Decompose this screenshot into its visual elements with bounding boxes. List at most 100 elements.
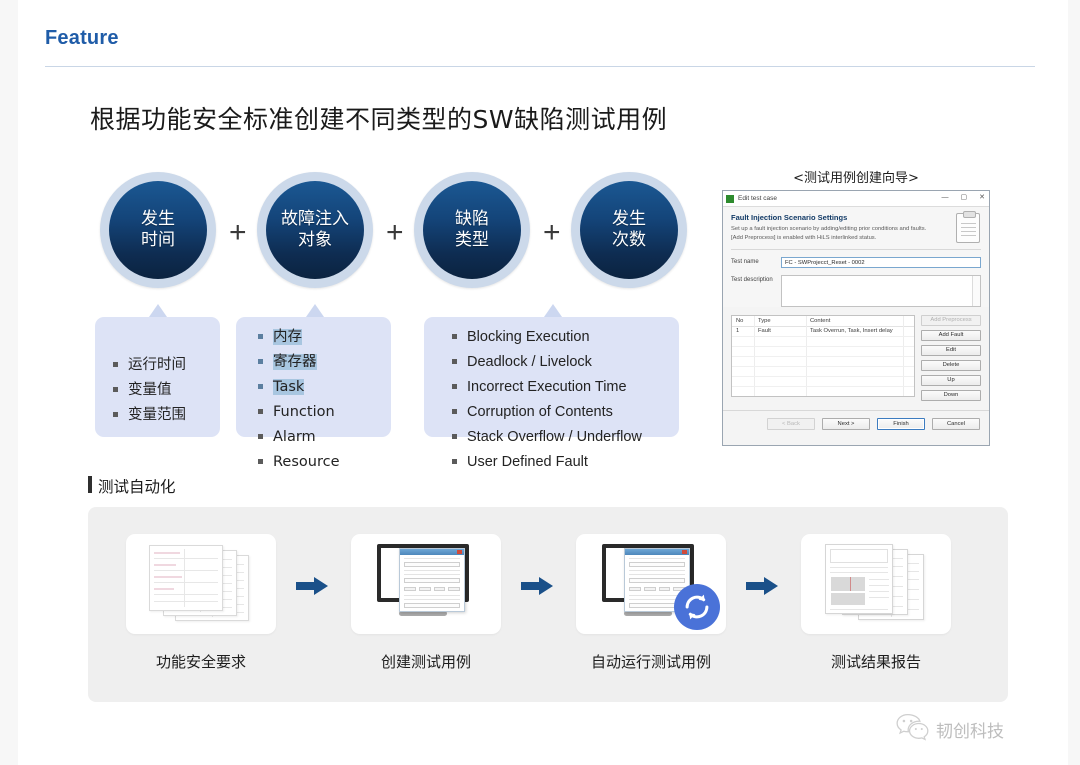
circle-label-1: 发生 时间 [141, 208, 175, 250]
fault-action-buttons: Add Preprocess Add Fault Edit Delete Up … [921, 314, 981, 401]
list-item[interactable]: Deadlock / Livelock [452, 352, 679, 373]
formula-row: 发生 时间 + 故障注入 对象 + 缺陷 类型 + 发生 [100, 172, 700, 292]
circle-ring-2: 故障注入 对象 [257, 172, 373, 288]
column-header-no: No [736, 317, 744, 324]
table-row[interactable]: 1 Fault Task Overrun, Task, Insert delay [732, 327, 914, 335]
test-name-input[interactable]: FC - SWProjecct_Reset - 0002 [781, 256, 981, 268]
formula-circle-2: 故障注入 对象 [257, 172, 373, 288]
option-list-3: Blocking Execution Deadlock / Livelock I… [452, 327, 679, 473]
next-button[interactable]: Next > [822, 417, 870, 430]
wizard-description-2: [Add Preprocess] is enabled with HiLS in… [731, 234, 877, 241]
list-item[interactable]: 寄存器 [258, 352, 391, 373]
flow-card-3 [576, 534, 726, 634]
detail-box-occurrence-time: 运行时间 变量值 变量范围 [95, 317, 220, 437]
clipboard-icon [956, 211, 980, 243]
circle-fill-3: 缺陷 类型 [423, 181, 521, 279]
list-item[interactable]: Resource [258, 452, 391, 473]
circle-fill-2: 故障注入 对象 [266, 181, 364, 279]
flow-arrow-3 [745, 575, 779, 597]
wizard-titlebar: Edit test case — ▢ ✕ [723, 191, 989, 207]
wizard-fault-list-area: No Type Content 1 Fault Task Overrun, Ta… [723, 314, 989, 401]
circle-ring-1: 发生 时间 [100, 172, 216, 288]
report-stack-icon [822, 544, 930, 624]
wizard-window-title: Edit test case [738, 195, 778, 202]
list-item[interactable]: Stack Overflow / Underflow [452, 427, 679, 448]
section-header-label: Feature [45, 27, 119, 49]
flow-card-4 [801, 534, 951, 634]
wizard-footer: < Back Next > Finish Cancel [723, 411, 989, 430]
flow-label-3: 自动运行测试用例 [590, 653, 711, 671]
list-item[interactable]: User Defined Fault [452, 452, 679, 473]
minimize-icon[interactable]: — [941, 194, 949, 201]
option-list-1: 运行时间 变量值 变量范围 [113, 355, 220, 426]
cancel-button[interactable]: Cancel [932, 417, 980, 430]
flow-step-4[interactable]: 测试结果报告 [801, 534, 951, 672]
test-description-field-row: Test description [731, 274, 981, 307]
connector-triangle-2 [306, 304, 324, 317]
move-up-button[interactable]: Up [921, 374, 981, 386]
list-item[interactable]: 运行时间 [113, 355, 220, 376]
test-name-label: Test name [731, 258, 759, 265]
list-item[interactable]: 内存 [258, 327, 391, 348]
flow-step-1[interactable]: 功能安全要求 [126, 534, 276, 672]
wizard-heading: Fault Injection Scenario Settings [731, 213, 848, 222]
flow-label-4: 测试结果报告 [830, 653, 921, 671]
cell-content: Task Overrun, Task, Insert delay [810, 327, 893, 334]
monitor-dialog-icon [373, 544, 479, 624]
list-item[interactable]: 变量范围 [113, 405, 220, 426]
plus-operator-1: + [229, 216, 247, 249]
formula-circle-1: 发生 时间 [100, 172, 216, 288]
list-item[interactable]: Blocking Execution [452, 327, 679, 348]
column-header-type: Type [758, 317, 771, 324]
document-stack-icon [145, 545, 257, 623]
list-item[interactable]: Corruption of Contents [452, 402, 679, 423]
left-edge-band [0, 0, 18, 765]
list-item[interactable]: 变量值 [113, 380, 220, 401]
delete-button[interactable]: Delete [921, 359, 981, 371]
detail-box-injection-target: 内存 寄存器 Task Function Alarm Resource [236, 317, 391, 470]
flow-step-2[interactable]: 创建测试用例 [351, 534, 501, 672]
add-preprocess-button: Add Preprocess [921, 314, 981, 326]
flow-label-1: 功能安全要求 [155, 653, 246, 671]
page-title: 根据功能安全标准创建不同类型的SW缺陷测试用例 [90, 105, 668, 134]
list-item[interactable]: Incorrect Execution Time [452, 377, 679, 398]
maximize-icon[interactable]: ▢ [960, 194, 968, 201]
finish-button[interactable]: Finish [877, 417, 925, 430]
table-header-row: No Type Content [732, 316, 914, 327]
sync-icon [674, 584, 720, 630]
flow-step-3[interactable]: 自动运行测试用例 [576, 534, 726, 672]
edit-button[interactable]: Edit [921, 344, 981, 356]
test-name-field-row: Test name FC - SWProjecct_Reset - 0002 [731, 256, 981, 268]
circle-fill-4: 发生 次数 [580, 181, 678, 279]
automation-section-title: 测试自动化 [88, 475, 176, 497]
list-item[interactable]: Task [258, 377, 391, 398]
formula-circle-3: 缺陷 类型 [414, 172, 530, 288]
automation-flow: 功能安全要求 [88, 507, 1008, 702]
cell-no: 1 [736, 327, 740, 334]
wizard-divider-top [731, 248, 981, 250]
plus-operator-2: + [386, 216, 404, 249]
flow-card-1 [126, 534, 276, 634]
list-item[interactable]: Alarm [258, 427, 391, 448]
add-fault-button[interactable]: Add Fault [921, 329, 981, 341]
wizard-window: Edit test case — ▢ ✕ Fault Injection Sce… [722, 190, 990, 446]
move-down-button[interactable]: Down [921, 389, 981, 401]
circle-ring-4: 发生 次数 [571, 172, 687, 288]
list-item[interactable]: Function [258, 402, 391, 423]
circle-label-4: 发生 次数 [612, 208, 646, 250]
automation-panel: 功能安全要求 [88, 507, 1008, 702]
circle-fill-1: 发生 时间 [109, 181, 207, 279]
back-button: < Back [767, 417, 815, 430]
test-description-input[interactable] [781, 274, 981, 307]
formula-circle-4: 发生 次数 [571, 172, 687, 288]
wizard-divider-bottom [723, 409, 989, 411]
connector-triangle-3 [544, 304, 562, 317]
flow-arrow-2 [520, 575, 554, 597]
close-icon[interactable]: ✕ [979, 194, 985, 201]
fault-table[interactable]: No Type Content 1 Fault Task Overrun, Ta… [731, 314, 915, 397]
flow-card-2 [351, 534, 501, 634]
watermark-label: 韧创科技 [936, 721, 1004, 742]
wizard-caption: <测试用例创建向导> [793, 171, 919, 186]
connector-triangle-1 [149, 304, 167, 317]
